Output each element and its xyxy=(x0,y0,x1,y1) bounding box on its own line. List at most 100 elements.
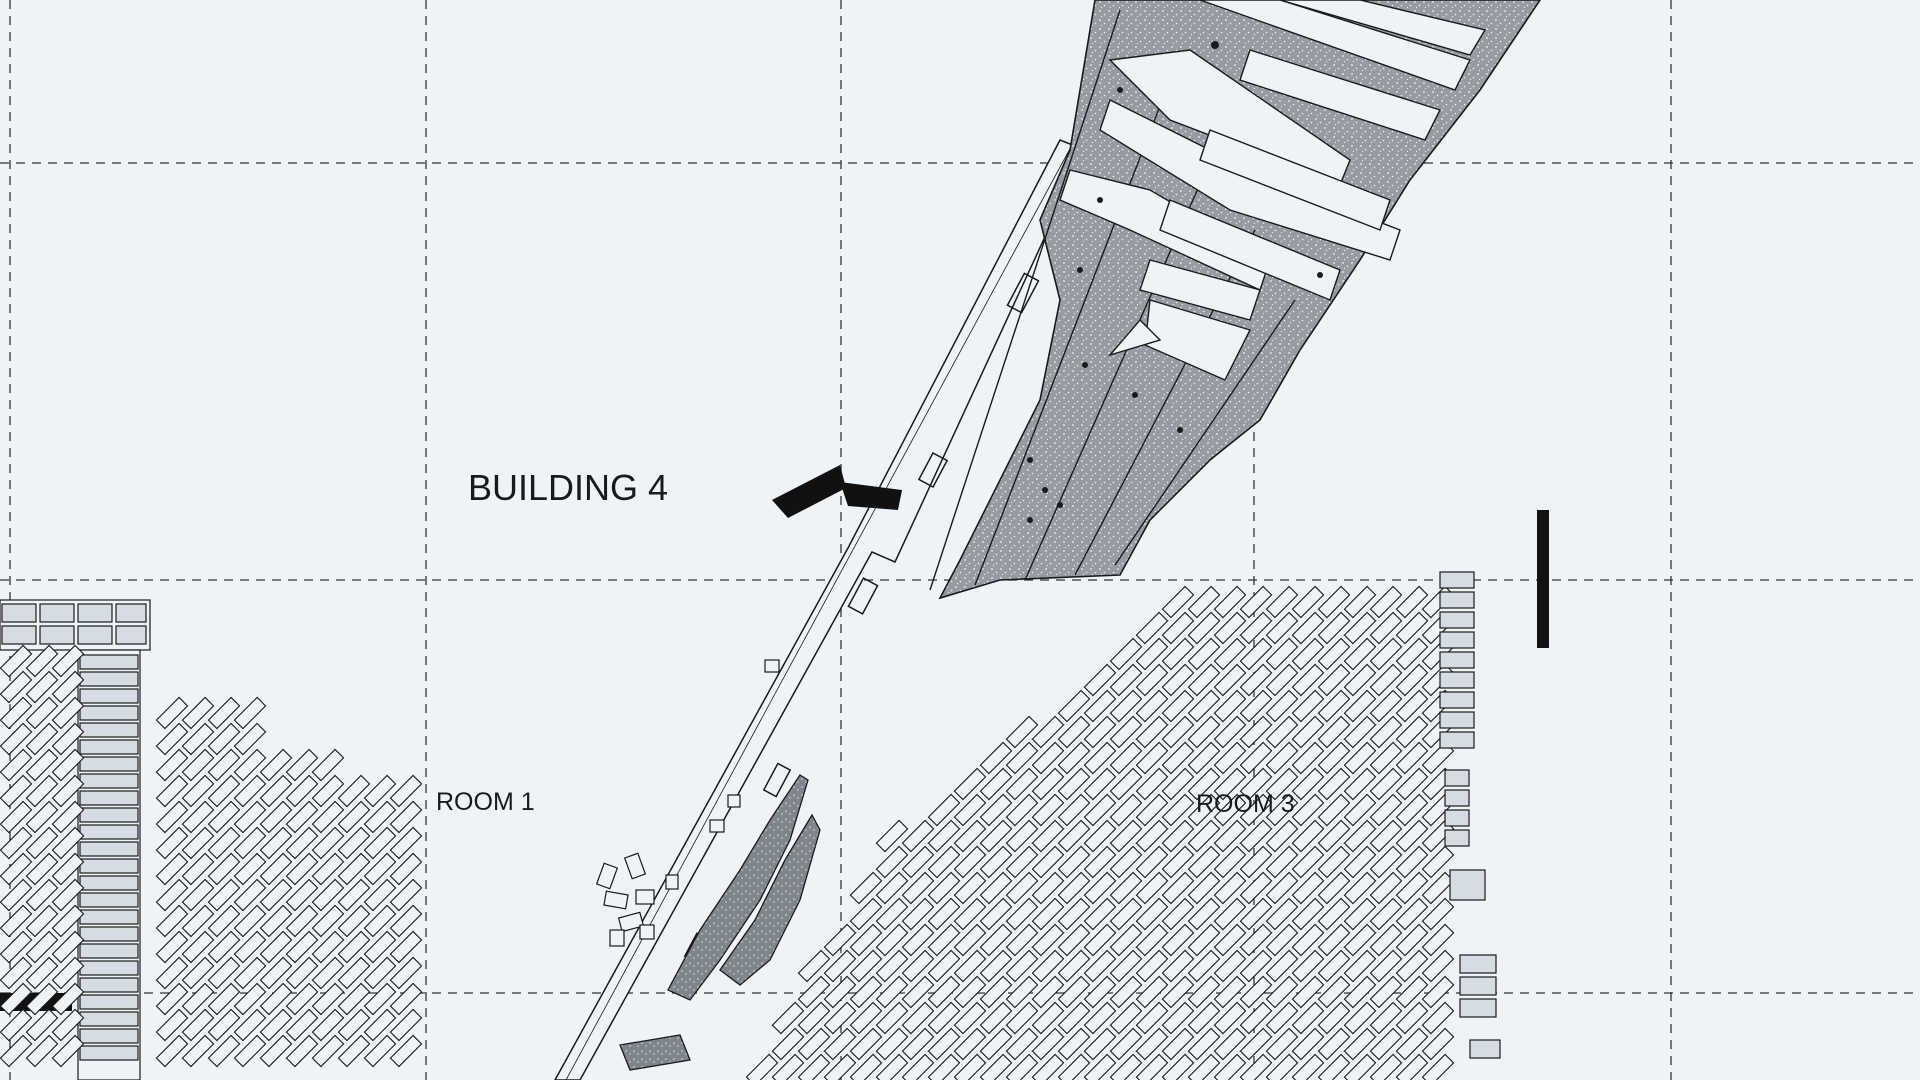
paving-brick xyxy=(1187,845,1221,879)
paving-brick xyxy=(311,826,345,860)
paving-brick xyxy=(979,793,1013,827)
paving-brick xyxy=(1109,923,1143,957)
paving-brick xyxy=(1083,793,1117,827)
paving-brick xyxy=(25,826,59,860)
paving-brick xyxy=(875,897,909,931)
paving-brick xyxy=(1057,871,1091,905)
paving-brick xyxy=(181,748,215,782)
paving-brick xyxy=(0,930,33,964)
paving-brick xyxy=(1187,689,1221,723)
paving-brick xyxy=(1109,793,1143,827)
paving-brick xyxy=(259,774,293,808)
paving-brick xyxy=(285,904,319,938)
paving-brick xyxy=(1265,897,1299,931)
paving-brick xyxy=(285,774,319,808)
paving-brick xyxy=(1005,871,1039,905)
paving-brick xyxy=(1265,715,1299,749)
paving-brick xyxy=(1265,1027,1299,1061)
paving-brick xyxy=(51,696,85,730)
paving-brick xyxy=(1031,897,1065,931)
paving-brick xyxy=(51,982,85,1016)
paving-brick xyxy=(1109,975,1143,1009)
paving-brick xyxy=(1369,793,1403,827)
paving-brick xyxy=(25,722,59,756)
paving-brick xyxy=(1031,845,1065,879)
paving-brick xyxy=(155,774,189,808)
room-1-herringbone-paving xyxy=(0,644,423,1068)
paving-brick xyxy=(1291,975,1325,1009)
paving-brick xyxy=(1161,793,1195,827)
paving-brick xyxy=(979,975,1013,1009)
paving-brick xyxy=(1005,845,1039,879)
paving-brick xyxy=(1317,1001,1351,1035)
paving-brick xyxy=(1031,793,1065,827)
paving-brick xyxy=(1291,663,1325,697)
paving-brick xyxy=(1265,663,1299,697)
paving-brick xyxy=(259,878,293,912)
paving-brick xyxy=(1421,1053,1455,1080)
paving-brick xyxy=(0,982,33,1016)
paving-brick xyxy=(337,878,371,912)
paving-brick xyxy=(233,1008,267,1042)
paving-brick xyxy=(285,852,319,886)
paving-brick xyxy=(207,774,241,808)
paving-brick xyxy=(1005,715,1039,749)
paving-brick xyxy=(1317,637,1351,671)
paving-brick xyxy=(51,826,85,860)
paving-brick xyxy=(1161,663,1195,697)
paving-brick xyxy=(1317,923,1351,957)
paving-brick xyxy=(233,696,267,730)
paving-brick xyxy=(207,800,241,834)
paving-brick xyxy=(1005,793,1039,827)
paving-brick xyxy=(25,878,59,912)
paving-brick xyxy=(1239,689,1273,723)
paving-brick xyxy=(1421,871,1455,905)
paving-brick xyxy=(1213,585,1247,619)
paving-brick xyxy=(259,748,293,782)
paving-brick xyxy=(1135,949,1169,983)
paving-brick xyxy=(181,956,215,990)
paving-brick xyxy=(363,800,397,834)
paving-brick xyxy=(1369,767,1403,801)
paving-brick xyxy=(51,852,85,886)
paving-brick xyxy=(285,878,319,912)
paving-brick xyxy=(155,878,189,912)
paving-brick xyxy=(181,696,215,730)
paving-brick xyxy=(1213,871,1247,905)
paving-brick xyxy=(363,878,397,912)
paving-brick xyxy=(363,982,397,1016)
paving-brick xyxy=(1161,923,1195,957)
paving-brick xyxy=(1187,975,1221,1009)
paving-brick xyxy=(1187,767,1221,801)
paving-brick xyxy=(1239,637,1273,671)
paving-brick xyxy=(1187,923,1221,957)
paving-brick xyxy=(51,644,85,678)
paving-brick xyxy=(1213,663,1247,697)
paving-brick xyxy=(1265,689,1299,723)
paving-brick xyxy=(1187,741,1221,775)
paving-brick xyxy=(1317,741,1351,775)
paving-brick xyxy=(927,975,961,1009)
paving-brick xyxy=(1291,949,1325,983)
paving-brick xyxy=(1187,715,1221,749)
paving-brick xyxy=(285,1008,319,1042)
paving-brick xyxy=(1317,1053,1351,1080)
paving-brick xyxy=(25,644,59,678)
paving-brick xyxy=(1057,741,1091,775)
paving-brick xyxy=(259,826,293,860)
paving-brick xyxy=(1369,689,1403,723)
paving-brick xyxy=(311,800,345,834)
paving-brick xyxy=(823,949,857,983)
paving-brick xyxy=(51,1008,85,1042)
paving-brick xyxy=(1395,585,1429,619)
paving-brick xyxy=(927,793,961,827)
paving-brick xyxy=(0,852,33,886)
paving-brick xyxy=(1135,975,1169,1009)
paving-brick xyxy=(1083,949,1117,983)
paving-brick xyxy=(259,956,293,990)
paving-brick xyxy=(875,975,909,1009)
paving-brick xyxy=(207,982,241,1016)
paving-brick xyxy=(953,1027,987,1061)
paving-brick xyxy=(1317,611,1351,645)
